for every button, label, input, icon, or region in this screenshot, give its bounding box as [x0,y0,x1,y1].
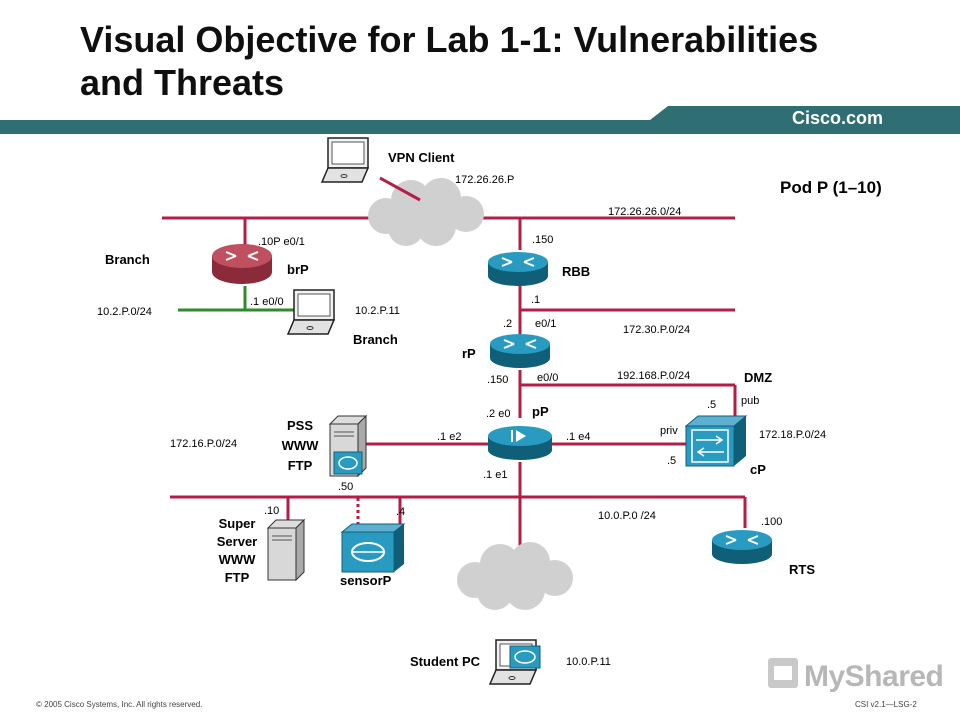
student-pc-badge-icon [509,645,541,669]
server-www-label: WWW [218,552,256,567]
net-172-26-label: 172.26.26.0/24 [608,206,682,218]
brand-band [0,106,960,134]
rbb-dot1-label: .1 [531,294,541,306]
student-pc-ip: 10.0.P.11 [566,656,611,668]
pix-firewall-icon[interactable] [488,426,552,460]
pub-label: pub [741,395,760,407]
pss-sensor-badge-icon [333,451,363,475]
rbb-150-label: .150 [532,234,554,246]
cp-label: cP [750,462,766,477]
sensor-label: sensorP [340,573,392,588]
super-label: Super [218,516,256,531]
net-172-16-label: 172.16.P.0/24 [170,438,238,450]
title-line-1: Visual Objective for Lab 1-1: Vulnerabil… [80,19,819,60]
sensor-4-label: .4 [396,506,406,518]
footer-copyright: © 2005 Cisco Systems, Inc. All rights re… [36,700,203,709]
link-vpn-client [379,176,421,202]
student-pc-label: Student PC [410,654,481,669]
priv-label: priv [660,425,678,437]
rp-150-label: .150 [487,374,509,386]
pp-label: pP [532,404,549,419]
rts-label: RTS [789,562,815,577]
vpn-client-ip: 172.26.26.P [455,174,515,186]
footer-course-code: CSI v2.1—LSG-2 [855,700,917,709]
watermark-brand: MyShared [804,660,944,693]
net-10-2-label: 10.2.P.0/24 [97,306,152,318]
server-ftp-label: FTP [224,570,250,585]
server-label: Server [216,534,258,549]
rts-router-icon[interactable] [711,529,773,565]
rbb-label: RBB [562,264,591,279]
brp-label: brP [287,262,309,277]
pss-label: PSS [286,418,313,433]
rp-router-icon[interactable] [489,333,551,369]
pod-label: Pod P (1–10) [780,178,882,197]
vpn-client-laptop-icon[interactable] [321,137,369,183]
rbb-router-icon[interactable] [487,251,549,287]
server-10-label: .10 [264,505,280,517]
sensor-appliance-icon[interactable] [340,523,406,573]
content-switch-icon[interactable] [684,415,748,467]
branch-router-icon[interactable] [212,244,272,284]
rp-e01-label: e0/1 [535,318,557,330]
cp-dot5-top-label: .5 [707,399,717,411]
myshared-logo-icon [768,658,798,688]
rts-100-label: .100 [761,516,783,528]
title-line-2: and Threats [80,62,285,103]
net-192-label: 192.168.P.0/24 [617,370,691,382]
pix-e1-label: .1 e1 [483,469,508,481]
slide-title: Visual Objective for Lab 1-1: Vulnerabil… [80,18,940,104]
cloud-bottom [457,542,573,610]
branch-site-label: Branch [105,252,150,267]
vpn-client-label: VPN Client [388,150,455,165]
branch-pc-ip: 10.2.P.11 [355,305,400,317]
internet-cloud-top [368,178,484,246]
branch-e01-label: .10P e0/1 [258,236,305,248]
cisco-banner-label: Cisco.com [792,108,884,128]
pix-e4-label: .1 e4 [566,431,591,443]
branch-pc-laptop-icon[interactable] [287,289,335,335]
rp-e00-label: e0/0 [537,372,559,384]
pix-e2-label: .1 e2 [437,431,462,443]
net-10-0-label: 10.0.P.0 /24 [598,510,656,522]
rp-dot2-label: .2 [503,318,513,330]
pss-50-label: .50 [338,481,354,493]
net-172-30-label: 172.30.P.0/24 [623,324,691,336]
pss-www-label: WWW [281,438,319,453]
cp-dot5-bot-label: .5 [667,455,677,467]
dmz-label: DMZ [744,370,773,385]
branch-pc-label: Branch [353,332,398,347]
pss-ftp-label: FTP [287,458,313,473]
net-172-18-label: 172.18.P.0/24 [759,429,827,441]
rp-label: rP [462,346,476,361]
pix-e0-label: .2 e0 [486,408,511,420]
branch-e00-label: .1 e0/0 [250,296,284,308]
